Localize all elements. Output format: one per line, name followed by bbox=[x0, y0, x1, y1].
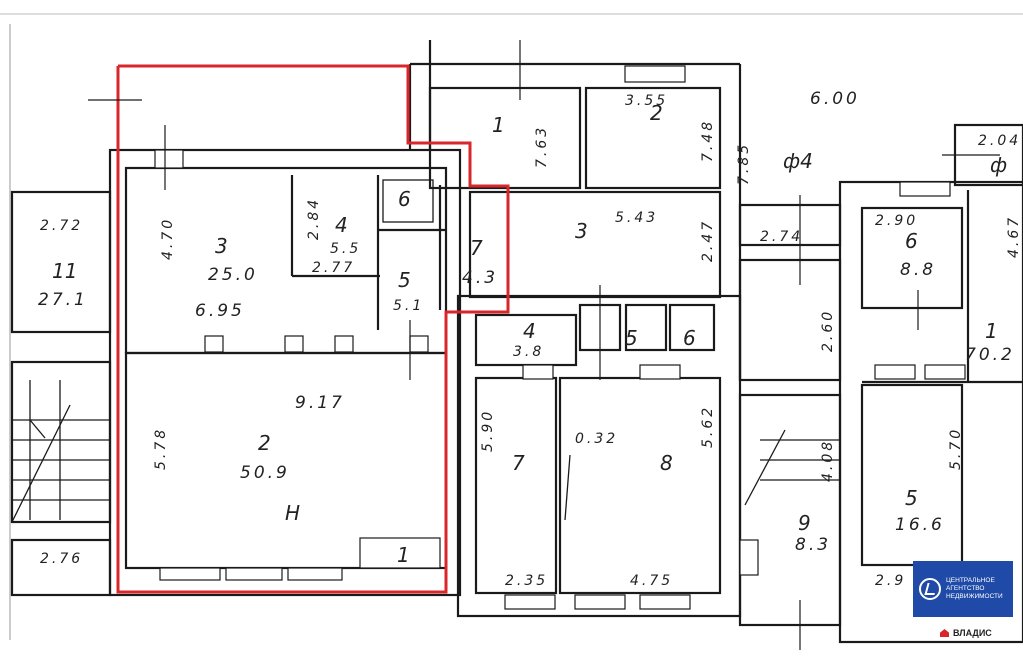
room-9-area: 8.3 bbox=[795, 535, 831, 555]
room-2-hall-area: 50.9 bbox=[240, 463, 290, 483]
room-1-hall: 1 bbox=[397, 543, 410, 567]
room-3-right-dim2: 2.47 bbox=[700, 219, 716, 262]
room-8-mid-side: 5.62 bbox=[700, 405, 716, 448]
agency-logo: ЦЕНТРАЛЬНОЕ АГЕНТСТВО НЕДВИЖИМОСТИ bbox=[913, 561, 1013, 617]
room-2-hall-side: 5.78 bbox=[153, 427, 169, 470]
logo-line-1: ЦЕНТРАЛЬНОЕ bbox=[946, 577, 995, 584]
stair-left-dim: 2.76 bbox=[40, 551, 83, 567]
room-5-right-area: 16.6 bbox=[895, 515, 945, 535]
room-7-corr-area: 4.3 bbox=[462, 268, 498, 288]
room-6-right-area: 8.8 bbox=[900, 260, 936, 280]
room-1-right: 1 bbox=[985, 319, 998, 343]
room-2-top-dim: 3.55 bbox=[625, 93, 668, 109]
room-2-hall: 2 bbox=[258, 431, 271, 455]
logo-mark-icon bbox=[919, 578, 941, 600]
room-4-small-dim2: 2.77 bbox=[312, 260, 355, 276]
room-4-mid: 4 bbox=[523, 319, 536, 343]
dim-top: 6.00 bbox=[810, 89, 860, 109]
fn-label-2: ф bbox=[990, 153, 1007, 177]
house-icon bbox=[940, 629, 949, 637]
room-9-dim: 4.08 bbox=[820, 439, 836, 482]
room-3-right: 3 bbox=[575, 219, 588, 243]
brand-name: ВЛАДИС bbox=[953, 628, 992, 638]
room-1-left-area: 7.63 bbox=[534, 125, 550, 168]
highlighted-area-outline bbox=[116, 64, 510, 594]
room-7-corr: 7 bbox=[470, 236, 483, 260]
room-5-right: 5 bbox=[905, 486, 918, 510]
room-5-wc-area: 5.1 bbox=[393, 298, 424, 314]
room-7-mid-side: 5.90 bbox=[480, 409, 496, 452]
room-5-wc: 5 bbox=[398, 268, 411, 292]
fn-label: ф4 bbox=[783, 149, 813, 173]
room-3-main-side: 4.70 bbox=[160, 217, 176, 260]
room-2-top: 2 bbox=[650, 101, 663, 125]
room-4-small-dim: 2.84 bbox=[306, 197, 322, 240]
room-4-small-area: 5.5 bbox=[330, 241, 361, 257]
room-1-right-area: 70.2 bbox=[965, 345, 1015, 365]
room-9: 9 bbox=[798, 511, 811, 535]
dim-204: 2.04 bbox=[978, 133, 1021, 149]
room-labels: 1 7.63 2 3.55 7.48 3 5.43 2.47 3 25.0 6.… bbox=[38, 89, 1022, 589]
room-8-mid: 8 bbox=[660, 451, 673, 475]
room-hall-letter: Н bbox=[285, 501, 300, 525]
logo-text: ЦЕНТРАЛЬНОЕ АГЕНТСТВО НЕДВИЖИМОСТИ bbox=[946, 577, 1003, 601]
room-3-main-area: 25.0 bbox=[208, 265, 258, 285]
room-11: 11 bbox=[52, 259, 77, 283]
room-6-mid: 6 bbox=[683, 326, 696, 350]
logo-line-3: НЕДВИЖИМОСТИ bbox=[946, 593, 1003, 600]
room-3-main: 3 bbox=[215, 234, 228, 258]
dim-260: 2.60 bbox=[820, 309, 836, 352]
room-5-right-dim: 2.9 bbox=[875, 573, 906, 589]
left-wing bbox=[10, 190, 112, 597]
room-7-mid-dim: 2.35 bbox=[505, 573, 548, 589]
room-3-main-dim: 6.95 bbox=[195, 301, 245, 321]
brand-watermark: ВЛАДИС bbox=[940, 628, 992, 638]
room-4-mid-area: 3.8 bbox=[513, 344, 544, 360]
room-7-mid: 7 bbox=[512, 451, 525, 475]
room-6-right: 6 bbox=[905, 229, 918, 253]
room-5-right-side: 5.70 bbox=[948, 427, 964, 470]
room-5-mid: 5 bbox=[625, 326, 638, 350]
room-4-small: 4 bbox=[335, 213, 348, 237]
room-6-wc: 6 bbox=[398, 187, 411, 211]
room-2-top-area: 7.48 bbox=[700, 119, 716, 162]
room-6-right-dim: 2.90 bbox=[875, 213, 918, 229]
room-2-hall-dim: 9.17 bbox=[295, 393, 345, 413]
right-block-walls bbox=[738, 123, 1023, 644]
dimension-ticks bbox=[88, 40, 1000, 650]
room-11-dim: 2.72 bbox=[40, 218, 83, 234]
room-1-left: 1 bbox=[492, 113, 505, 137]
room-1-right-dim: 4.67 bbox=[1006, 215, 1022, 258]
center-block-walls bbox=[428, 64, 742, 618]
dim-side: 7.85 bbox=[736, 142, 752, 185]
room-8-mid-dim: 4.75 bbox=[630, 573, 673, 589]
room-11-area: 27.1 bbox=[38, 290, 88, 310]
logo-line-2: АГЕНТСТВО bbox=[946, 585, 985, 592]
dim-274: 2.74 bbox=[760, 229, 803, 245]
room-3-right-dim: 5.43 bbox=[615, 210, 658, 226]
room-8-mid-dim2: 0.32 bbox=[575, 431, 618, 447]
